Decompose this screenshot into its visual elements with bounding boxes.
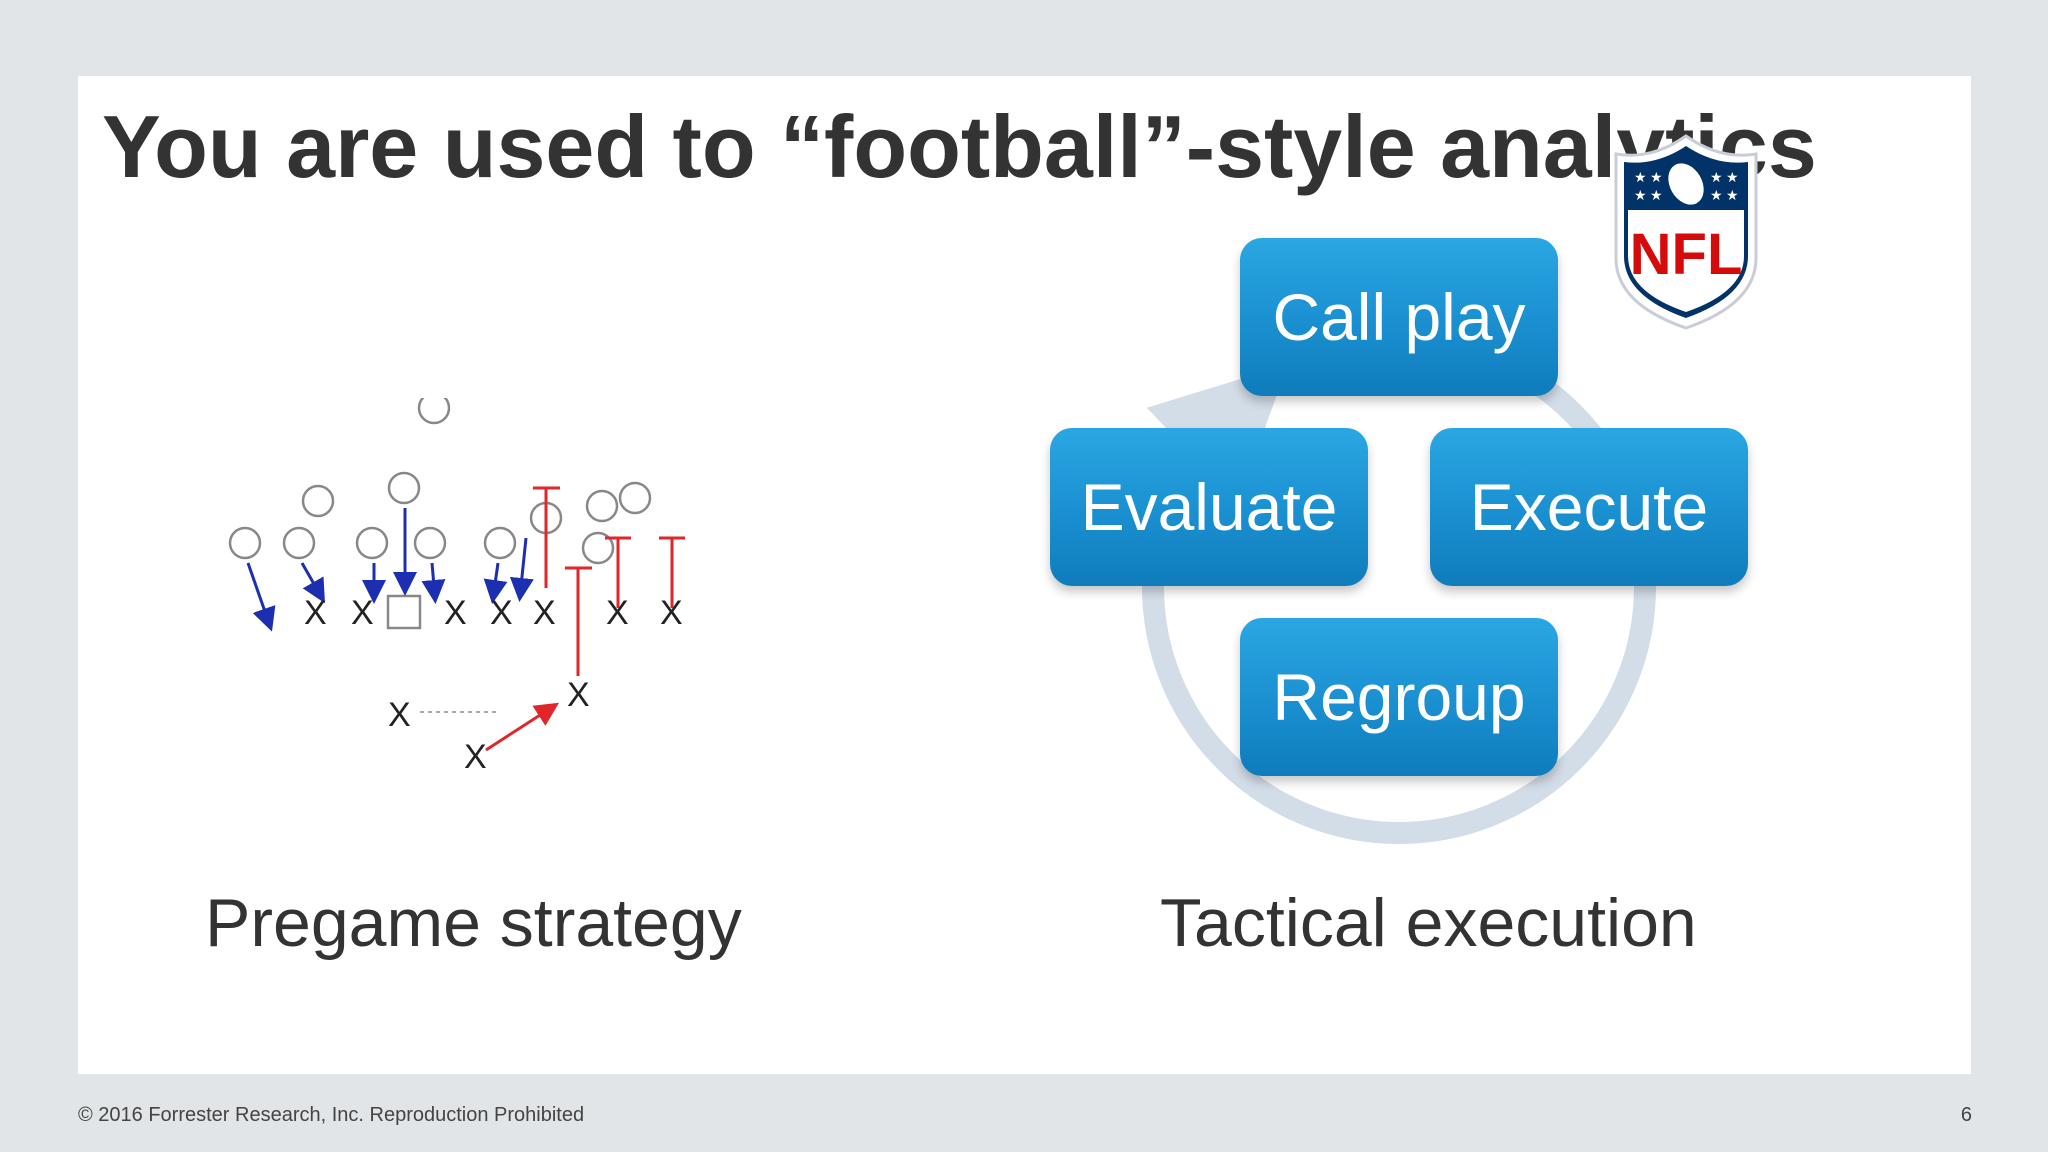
defender-circle [417,398,451,425]
execute-step[interactable]: Execute [1430,428,1748,586]
play-diagram: X X X X X X X X X X [228,398,685,776]
svg-text:★: ★ [1634,188,1647,204]
offense-x: X [490,594,513,632]
regroup-step[interactable]: Regroup [1240,618,1558,776]
svg-text:★: ★ [1710,188,1723,204]
defense-arrow [300,562,325,604]
offense-x: X [567,676,590,714]
route-arrow [485,702,560,752]
defender-circle [228,526,262,560]
defender-circle [387,471,421,505]
defender-circle [301,484,335,518]
slide-title: You are used to “football”-style analyti… [102,97,1817,196]
defender-circle [618,481,652,515]
cycle-diagram: Call play Evaluate Execute Regroup [940,238,1760,898]
defense-arrow [421,562,446,604]
offense-x: X [464,738,487,776]
evaluate-step[interactable]: Evaluate [1050,428,1368,586]
copyright-footer: © 2016 Forrester Research, Inc. Reproduc… [78,1104,585,1126]
svg-text:★: ★ [1726,188,1739,204]
tactical-caption: Tactical execution [1160,885,1697,961]
defender-circle [282,526,316,560]
defense-arrow [483,562,508,604]
offense-x: X [304,594,327,632]
page-number: 6 [1960,1104,1972,1126]
defender-circle [581,531,615,565]
pregame-caption: Pregame strategy [205,885,742,961]
svg-text:★: ★ [1710,170,1723,186]
offense-x: X [606,594,629,632]
defense-arrow [509,537,534,602]
defender-circle [585,489,619,523]
offense-x: X [351,594,374,632]
offense-x: X [533,594,556,632]
center-square [386,594,422,630]
svg-text:★: ★ [1650,188,1663,204]
offense-x: X [660,594,683,632]
defender-circle [355,526,389,560]
svg-text:★: ★ [1634,170,1647,186]
defense-arrow [246,562,276,632]
nfl-text: NFL [1630,222,1743,287]
svg-text:★: ★ [1650,170,1663,186]
call-play-step[interactable]: Call play [1240,238,1558,396]
nfl-shield-icon: ★★ ★★ ★★ ★★ NFL [1614,134,1758,330]
defender-circle [413,526,447,560]
offense-x: X [388,696,411,734]
offense-x: X [444,594,467,632]
svg-text:★: ★ [1726,170,1739,186]
defender-circle [483,526,517,560]
